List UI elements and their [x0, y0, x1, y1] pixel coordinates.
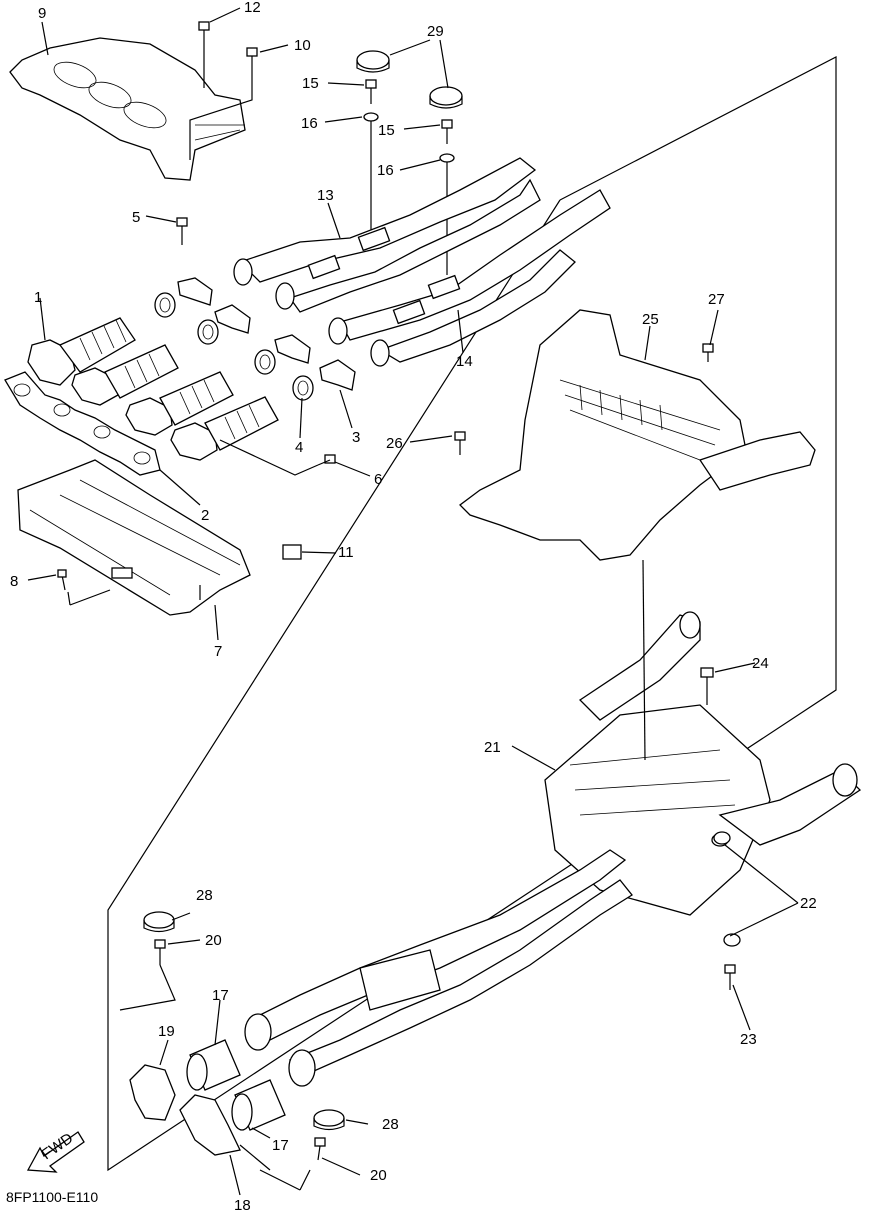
bolt-26 [454, 431, 466, 455]
callout-4: 4 [295, 439, 303, 456]
callout-29: 29 [427, 23, 444, 40]
gasket-2 [4, 371, 161, 476]
exhaust-pipe-14 [328, 189, 611, 367]
callout-17b: 17 [272, 1137, 289, 1154]
bolt-20a [154, 939, 166, 965]
bolt-27 [702, 343, 714, 362]
bolt-8 [57, 569, 67, 591]
part-code: 8FP1100-E110 [6, 1189, 98, 1205]
callout-3: 3 [352, 429, 360, 446]
bushing-22 [713, 831, 741, 947]
callout-15a: 15 [302, 75, 319, 92]
washer-16a [363, 112, 379, 235]
clamp-18 [179, 1094, 241, 1156]
callout-9: 9 [38, 5, 46, 22]
clamp-3 [177, 277, 356, 391]
rubber-cap-28b [313, 1109, 345, 1131]
bolt-23 [724, 964, 736, 990]
heat-shield-lower [17, 459, 251, 616]
callout-1: 1 [34, 289, 42, 306]
callout-8: 8 [10, 573, 18, 590]
bolt-12 [198, 21, 210, 88]
callout-21: 21 [484, 739, 501, 756]
callout-10: 10 [294, 37, 311, 54]
callout-23: 23 [740, 1031, 757, 1048]
nut-11 [282, 544, 302, 560]
callout-16b: 16 [377, 162, 394, 179]
callout-20a: 20 [205, 932, 222, 949]
callout-7: 7 [214, 643, 222, 660]
heat-shield-upper [9, 37, 246, 181]
bolt-15a [365, 79, 377, 104]
bolt-24 [700, 667, 714, 705]
rubber-cap-29b [429, 86, 463, 109]
callout-14: 14 [456, 353, 473, 370]
bolt-15b [441, 119, 453, 144]
bolt-20b [314, 1137, 326, 1161]
tail-pipe-assembly [244, 849, 633, 1087]
callout-13: 13 [317, 187, 334, 204]
bolt-5 [176, 217, 188, 245]
callout-15b: 15 [378, 122, 395, 139]
callout-26: 26 [386, 435, 403, 452]
seal-ring-4 [154, 292, 314, 401]
callout-17a: 17 [212, 987, 229, 1004]
callout-5: 5 [132, 209, 140, 226]
callout-12: 12 [244, 0, 261, 16]
callout-labels: 1 2 3 4 5 6 7 8 9 10 11 12 13 14 15 15 1… [10, 0, 817, 1212]
exhaust-header-1 [27, 317, 279, 461]
leader-lines [27, 7, 799, 1196]
callout-18: 18 [234, 1197, 251, 1212]
callout-6: 6 [374, 471, 382, 488]
rubber-cap-28a [143, 911, 175, 933]
callout-20b: 20 [370, 1167, 387, 1184]
callout-16a: 16 [301, 115, 318, 132]
callout-25: 25 [642, 311, 659, 328]
rubber-cap-29a [356, 50, 390, 73]
callout-11: 11 [338, 544, 354, 561]
bolt-6 [317, 454, 336, 466]
sleeve-17 [186, 1039, 286, 1131]
callout-28a: 28 [196, 887, 213, 904]
callout-2: 2 [201, 507, 209, 524]
callout-24: 24 [752, 655, 769, 672]
callout-19: 19 [158, 1023, 175, 1040]
callout-28b: 28 [382, 1116, 399, 1133]
bolt-10 [189, 47, 258, 160]
callout-27: 27 [708, 291, 725, 308]
exhaust-pipe-13 [233, 157, 541, 313]
silencer-heat-shield-25 [459, 309, 816, 561]
fwd-arrow-icon: FWD [26, 1130, 85, 1173]
callout-22: 22 [800, 895, 817, 912]
clamp-19 [129, 1064, 176, 1121]
